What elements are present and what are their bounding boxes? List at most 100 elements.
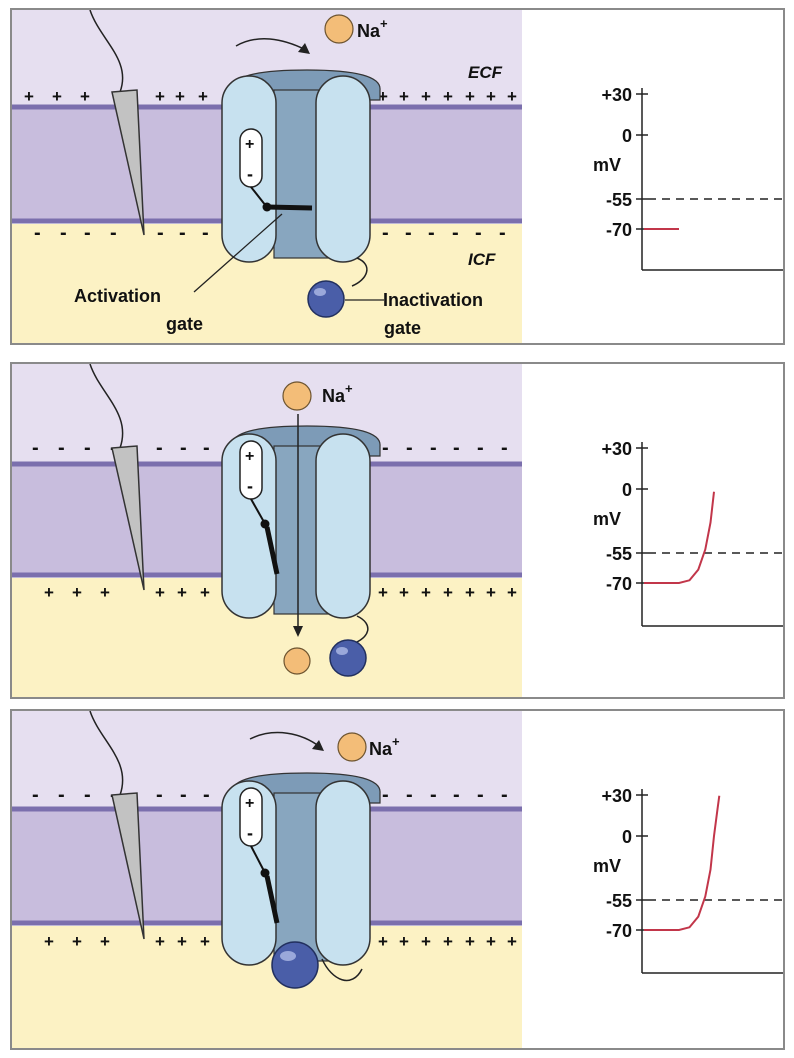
sodium-ion xyxy=(337,732,367,762)
icf-charge: - xyxy=(382,222,389,244)
tick-label: -55 xyxy=(606,891,632,911)
icf-charge: + xyxy=(421,932,431,951)
icf-charge: + xyxy=(507,583,517,602)
ecf-charge: - xyxy=(156,784,163,806)
voltage-sensor-minus: - xyxy=(247,476,253,496)
inactivation-gate-highlight xyxy=(336,647,348,655)
ecf-charge: - xyxy=(477,437,484,459)
icf-label: ICF xyxy=(468,250,496,269)
tick-label: 0 xyxy=(622,126,632,146)
voltage-sensor-plus: + xyxy=(245,448,254,465)
panel-inactivated-drawing: - - - - - - - - - - - - - + + + + + + + … xyxy=(12,711,783,1048)
ecf-charge: - xyxy=(501,784,508,806)
ecf-charge: - xyxy=(501,437,508,459)
tick-label: -70 xyxy=(606,220,632,240)
sodium-ion xyxy=(282,381,312,411)
sodium-channel: + - xyxy=(221,772,381,966)
voltage-sensor-minus: - xyxy=(247,823,253,843)
ecf-label: ECF xyxy=(468,63,503,82)
icf-charge: - xyxy=(179,222,186,244)
ecf-charge: - xyxy=(477,784,484,806)
sensor-linker xyxy=(250,498,265,523)
icf-charge: + xyxy=(72,583,82,602)
icf-charge: + xyxy=(465,583,475,602)
icf-charge: + xyxy=(443,583,453,602)
icf-charge: + xyxy=(155,932,165,951)
ecf-charge: + xyxy=(52,87,62,106)
tick-label: -55 xyxy=(606,190,632,210)
sodium-ion xyxy=(324,14,354,44)
sodium-ion xyxy=(283,647,311,675)
icf-charge-row: + + + + + + + + + + + + + xyxy=(44,932,517,951)
activation-gate-label: gate xyxy=(166,314,203,334)
sodium-ion-label: Na+ xyxy=(322,381,353,406)
inactivation-gate-highlight xyxy=(314,288,326,296)
icf-charge: + xyxy=(378,932,388,951)
tick-label: 0 xyxy=(622,827,632,847)
icf-charge: - xyxy=(110,222,117,244)
ecf-charge: - xyxy=(84,437,91,459)
ecf-charge: - xyxy=(430,784,437,806)
ecf-charge: + xyxy=(443,87,453,106)
ecf-charge: - xyxy=(84,784,91,806)
icf-charge: + xyxy=(507,932,517,951)
icf-charge: + xyxy=(44,583,54,602)
ecf-charge: - xyxy=(203,437,210,459)
ecf-charge: - xyxy=(406,437,413,459)
ecf-charge: + xyxy=(80,87,90,106)
sensor-linker xyxy=(250,186,267,207)
icf-charge: + xyxy=(100,583,110,602)
ecf-charge: + xyxy=(378,87,388,106)
ecf-charge: - xyxy=(58,784,65,806)
ecf-charge: + xyxy=(24,87,34,106)
arrowhead xyxy=(312,740,324,751)
icf-charge: + xyxy=(421,583,431,602)
sodium-channel: + - xyxy=(221,69,381,263)
y-unit-label: mV xyxy=(593,856,621,876)
ecf-charge: - xyxy=(430,437,437,459)
ecf-charge: - xyxy=(453,437,460,459)
ion-path-arrow xyxy=(235,38,307,51)
panel-resting-drawing: ECF ICF + + + + + + + + + + + + + - - - … xyxy=(12,10,783,343)
activation-gate-hinge xyxy=(260,868,270,878)
inactivation-gate-tether xyxy=(351,257,368,287)
voltage-graph: +30 0 mV -55 -70 xyxy=(593,786,783,974)
sensor-linker xyxy=(250,845,265,872)
activation-gate xyxy=(264,526,280,575)
ecf-charge: - xyxy=(203,784,210,806)
activation-gate-leader xyxy=(193,213,283,293)
voltage-sensor-minus: - xyxy=(247,164,253,184)
icf-charge: - xyxy=(405,222,412,244)
icf-charge: + xyxy=(200,932,210,951)
ecf-charge: + xyxy=(155,87,165,106)
tick-label: -70 xyxy=(606,921,632,941)
icf-charge: + xyxy=(486,583,496,602)
icf-charge: - xyxy=(202,222,209,244)
inactivation-gate-label: Inactivation xyxy=(383,290,483,310)
membrane-potential-trace xyxy=(644,795,721,931)
icf-charge: + xyxy=(378,583,388,602)
inactivation-gate-highlight xyxy=(280,951,296,961)
icf-charge: - xyxy=(452,222,459,244)
ecf-charge: + xyxy=(465,87,475,106)
inactivation-gate-label: gate xyxy=(384,318,421,338)
ecf-charge: - xyxy=(180,437,187,459)
icf-charge: - xyxy=(157,222,164,244)
ecf-charge: - xyxy=(382,784,389,806)
arrowhead xyxy=(293,626,303,637)
ecf-charge: + xyxy=(507,87,517,106)
arrowhead xyxy=(298,43,310,54)
ecf-charge: - xyxy=(453,784,460,806)
ecf-charge: + xyxy=(486,87,496,106)
tick-label: +30 xyxy=(601,85,632,105)
panel-activated-drawing: - - - - - - - - - - - - - + + + + + + + … xyxy=(12,364,783,697)
activation-gate xyxy=(266,204,313,211)
tick-label: -55 xyxy=(606,544,632,564)
icf-charge: + xyxy=(100,932,110,951)
channel-subunit-right xyxy=(315,75,371,263)
microelectrode xyxy=(111,445,145,591)
sodium-ion-label: Na+ xyxy=(357,16,388,41)
icf-charge: - xyxy=(60,222,67,244)
tick-label: +30 xyxy=(601,439,632,459)
voltage-graph: +30 0 mV -55 -70 xyxy=(593,439,783,627)
